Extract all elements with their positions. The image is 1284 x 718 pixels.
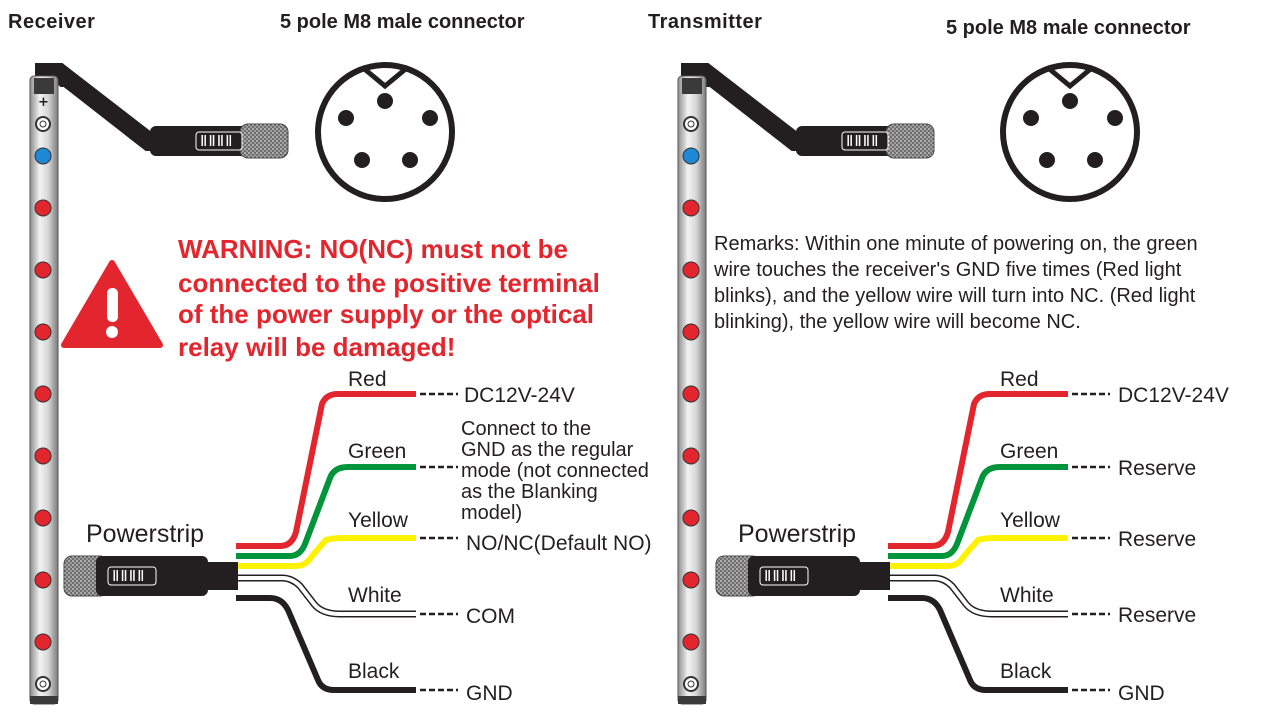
wire-name-white: White (1000, 584, 1054, 607)
warning-triangle-icon (61, 260, 163, 348)
receiver-title: Receiver (8, 11, 95, 33)
wire-name-yellow: Yellow (348, 509, 409, 532)
function-red: DC12V-24V (464, 384, 575, 407)
led-indicator-icon (34, 385, 52, 403)
white-wire (888, 576, 1068, 616)
warning-line-3: of the power supply or the optical (178, 299, 594, 329)
remarks-line-4: blinking), the yellow wire will become N… (714, 311, 1081, 333)
receiver-top-plug: ⅡⅡⅡⅡ (150, 123, 289, 159)
function-green-line-5: model) (461, 502, 522, 524)
black-wire (236, 595, 416, 693)
function-green-line-4: as the Blanking (461, 481, 598, 503)
function-green-line-2: GND as the regular (461, 439, 634, 461)
wire-name-white: White (348, 584, 402, 607)
receiver-wires (236, 391, 416, 693)
red-wire (888, 391, 1068, 549)
function-black: GND (1118, 682, 1165, 705)
m8-connector-pinout-icon (315, 62, 455, 202)
wire-name-yellow: Yellow (1000, 509, 1061, 532)
receiver-top-plug-pins: ⅡⅡⅡⅡ (200, 132, 234, 150)
function-white: Reserve (1118, 604, 1196, 627)
receiver-bottom-plug: ⅡⅡⅡⅡ (63, 555, 238, 597)
remarks-line-3: blinks), and the yellow wire will turn i… (714, 285, 1196, 307)
led-indicator-icon (34, 199, 52, 217)
led-indicator-icon (682, 633, 700, 651)
wire-name-red: Red (1000, 368, 1039, 391)
receiver-strip-cap (34, 78, 54, 94)
led-indicator-icon (682, 571, 700, 589)
led-indicator-icon (682, 323, 700, 341)
transmitter-leader-lines (1072, 392, 1110, 692)
yellow-wire (888, 535, 1068, 569)
transmitter-top-plug-pins: ⅡⅡⅡⅡ (846, 132, 880, 150)
led-indicator-icon (682, 147, 700, 165)
wire-name-black: Black (1000, 660, 1052, 683)
led-indicator-icon (34, 509, 52, 527)
black-wire (888, 595, 1068, 693)
led-indicator-icon (682, 199, 700, 217)
remarks-line-2: wire touches the receiver's GND five tim… (713, 259, 1182, 281)
green-wire (236, 464, 416, 559)
receiver-connector-title: 5 pole M8 male connector (280, 11, 525, 33)
transmitter-top-plug: ⅡⅡⅡⅡ (796, 123, 935, 159)
warning-line-4: relay will be damaged! (178, 332, 455, 362)
white-wire (236, 576, 416, 616)
led-indicator-icon (682, 261, 700, 279)
receiver-bottom-plug-pins: ⅡⅡⅡⅡ (112, 567, 146, 585)
led-indicator-icon (34, 571, 52, 589)
transmitter-connector-title: 5 pole M8 male connector (946, 17, 1191, 39)
remarks-line-1: Remarks: Within one minute of powering o… (714, 233, 1198, 255)
function-black: GND (466, 682, 513, 705)
wire-name-green: Green (348, 440, 406, 463)
led-indicator-icon (34, 633, 52, 651)
led-indicator-icon (682, 447, 700, 465)
receiver-light-strip: + (29, 63, 161, 705)
led-indicator-icon (34, 261, 52, 279)
led-indicator-icon (34, 147, 52, 165)
transmitter-panel: Transmitter 5 pole M8 male connector (648, 11, 1229, 705)
function-yellow: Reserve (1118, 528, 1196, 551)
function-red: DC12V-24V (1118, 384, 1229, 407)
function-green: Reserve (1118, 457, 1196, 480)
function-green-line-3: mode (not connected (461, 460, 649, 482)
function-yellow: NO/NC(Default NO) (466, 532, 652, 555)
receiver-powerstrip-label: Powerstrip (86, 520, 204, 548)
transmitter-title: Transmitter (648, 11, 762, 33)
transmitter-powerstrip-label: Powerstrip (738, 520, 856, 548)
receiver-leader-lines (420, 392, 458, 692)
led-indicator-icon (682, 385, 700, 403)
green-wire (888, 464, 1068, 559)
m8-connector-pinout-icon (1000, 62, 1140, 202)
wire-name-red: Red (348, 368, 387, 391)
transmitter-bottom-plug: ⅡⅡⅡⅡ (715, 555, 890, 597)
receiver-panel: Receiver 5 pole M8 male connector + (8, 11, 652, 705)
led-indicator-icon (34, 323, 52, 341)
yellow-wire (236, 535, 416, 569)
transmitter-light-strip (677, 63, 807, 705)
warning-line-1: WARNING: NO(NC) must not be (178, 234, 568, 264)
wire-name-black: Black (348, 660, 400, 683)
function-green-line-1: Connect to the (461, 418, 591, 440)
function-white: COM (466, 605, 515, 628)
transmitter-bottom-plug-pins: ⅡⅡⅡⅡ (764, 567, 798, 585)
wire-name-green: Green (1000, 440, 1058, 463)
red-wire (236, 391, 416, 549)
led-indicator-icon (682, 509, 700, 527)
warning-line-2: connected to the positive terminal (178, 268, 600, 298)
transmitter-wires (888, 391, 1068, 693)
led-indicator-icon (34, 447, 52, 465)
receiver-strip-marker: + (38, 95, 49, 110)
